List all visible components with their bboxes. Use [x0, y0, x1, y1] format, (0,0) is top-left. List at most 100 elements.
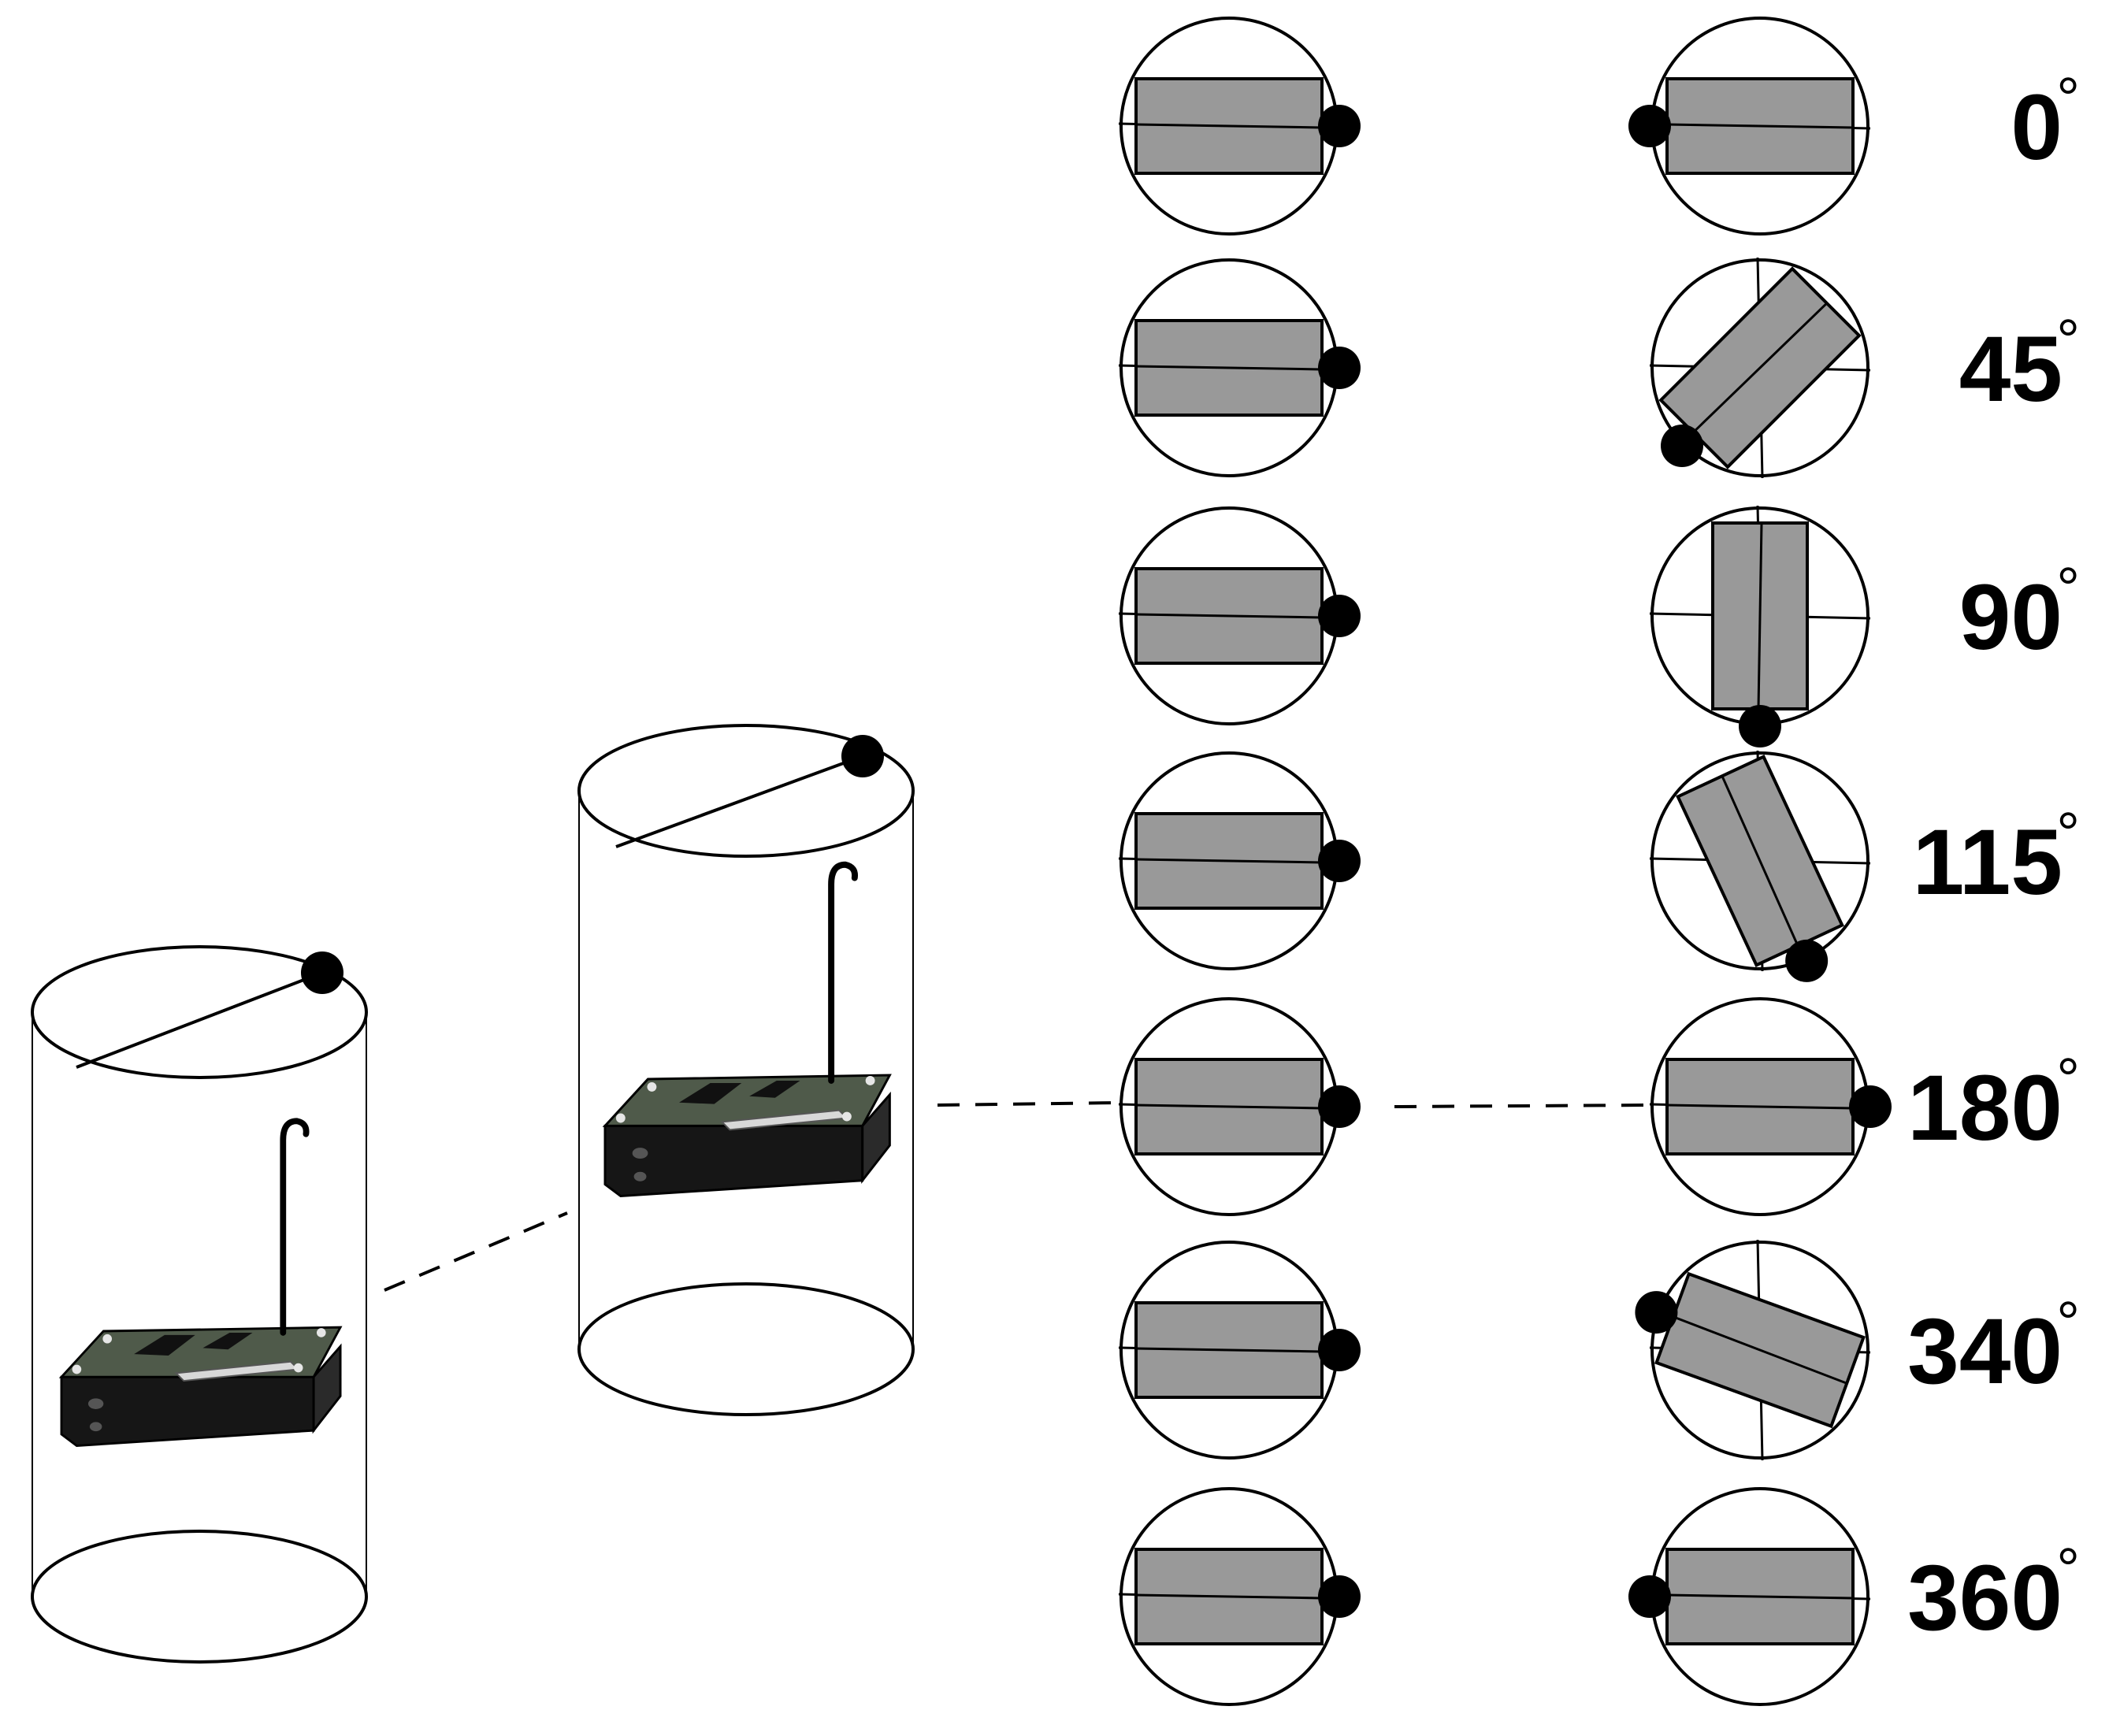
- sensor-orientation: [1134, 77, 1324, 175]
- connector-lines: [384, 1101, 1651, 1292]
- battery-pack: [603, 1124, 864, 1198]
- degree-symbol: °: [2056, 65, 2080, 131]
- chip: [749, 1080, 800, 1098]
- antenna: [280, 1118, 310, 1336]
- angle-label: 0: [2011, 76, 2063, 180]
- degree-symbol: °: [2056, 1289, 2080, 1355]
- sensor-orientation: [1665, 1058, 1855, 1155]
- angle-label: 90: [1959, 566, 2063, 670]
- marker-dot-icon: [1785, 939, 1829, 982]
- marker-dot-icon: [1318, 347, 1361, 389]
- chip: [134, 1334, 195, 1356]
- reference-disk: [1118, 258, 1361, 477]
- angle-label: 45: [1959, 317, 2063, 421]
- battery-terminal: [632, 1148, 648, 1159]
- degree-symbol: °: [2056, 1046, 2080, 1111]
- cylinders-group: [31, 724, 915, 1664]
- angle-label: 115: [1913, 811, 2063, 914]
- rectangle-midline: [1135, 123, 1323, 129]
- chip: [679, 1082, 742, 1104]
- angle-label: 180: [1907, 1056, 2063, 1160]
- marker-dot-icon: [1635, 1291, 1678, 1334]
- battery-side: [312, 1343, 342, 1434]
- degree-symbol: °: [2056, 555, 2080, 621]
- sensor-orientation: [1134, 1058, 1324, 1155]
- rotated-disk: [1649, 997, 1892, 1216]
- reference-disk: [1118, 997, 1361, 1216]
- cylinder-bottom: [577, 1282, 915, 1416]
- disk-outline: [1650, 258, 1870, 477]
- sensor-orientation: [1654, 1271, 1866, 1429]
- marker-dot-icon: [301, 951, 343, 994]
- battery-terminal: [87, 1398, 104, 1409]
- rectangle-midline: [1666, 1593, 1854, 1600]
- rectangle-midline: [1135, 1347, 1323, 1353]
- degree-symbol: °: [2056, 1536, 2080, 1601]
- rectangle-midline: [1135, 1593, 1323, 1600]
- sensor-orientation: [1134, 1548, 1324, 1645]
- rectangle-midline: [1757, 522, 1763, 710]
- wireless-sensor-node-icon: [602, 861, 892, 1198]
- mounting-hole: [102, 1334, 113, 1344]
- reference-disk: [1118, 1487, 1361, 1706]
- disk-outline: [1650, 751, 1870, 970]
- degree-symbol: °: [2056, 800, 2080, 866]
- mounting-hole: [316, 1328, 326, 1337]
- marker-dot-icon: [1318, 1329, 1361, 1371]
- degree-symbol: °: [2056, 307, 2080, 373]
- marker-dot-icon: [1628, 1575, 1671, 1618]
- orientation-line: [76, 971, 323, 1069]
- dashed-connector: [937, 1101, 1119, 1107]
- rectangle-midline: [1721, 775, 1799, 947]
- sensor-orientation: [1711, 521, 1809, 710]
- marker-dot-icon: [1318, 840, 1361, 882]
- sensor-orientation: [1134, 567, 1324, 665]
- marker-dot-icon: [1318, 595, 1361, 637]
- battery-terminal: [89, 1422, 102, 1432]
- rotated-disk: [1649, 750, 1871, 982]
- chip: [202, 1332, 253, 1350]
- marker-dot-icon: [1628, 105, 1671, 147]
- sensor-orientation: [1665, 1548, 1855, 1645]
- rectangle-midline: [1673, 1315, 1847, 1385]
- battery-terminal: [633, 1171, 647, 1181]
- disk-outline: [1650, 1241, 1870, 1460]
- reference-disk: [1118, 17, 1361, 236]
- battery-pack: [60, 1375, 315, 1447]
- dashed-connector: [1394, 1104, 1651, 1108]
- mounting-hole: [293, 1363, 303, 1373]
- cylinder-middle: [577, 724, 915, 1416]
- mounting-hole: [615, 1113, 626, 1123]
- marker-dot-icon: [1661, 424, 1704, 467]
- marker-dot-icon: [1318, 1085, 1361, 1128]
- battery-side: [861, 1091, 891, 1185]
- reference-column: [1118, 17, 1361, 1706]
- rectangle-midline: [1135, 1104, 1323, 1110]
- mounting-hole: [841, 1111, 852, 1122]
- angle-label: 340: [1907, 1300, 2063, 1404]
- rotated-disk: [1649, 505, 1871, 747]
- rotated-disk: [1628, 1487, 1871, 1706]
- angle-label: 360: [1907, 1546, 2063, 1650]
- mounting-hole: [865, 1076, 875, 1085]
- sensor-orientation: [1134, 319, 1324, 417]
- sensor-orientation: [1676, 755, 1844, 967]
- sensor-orientation: [1665, 77, 1855, 175]
- dashed-connector: [384, 1211, 568, 1292]
- mounting-hole: [647, 1081, 657, 1092]
- sensor-orientation: [1134, 812, 1324, 910]
- cylinder-left: [31, 945, 368, 1664]
- rectangle-midline: [1135, 858, 1323, 864]
- rotated-disk: [1628, 17, 1871, 236]
- marker-dot-icon: [841, 735, 884, 777]
- sensor-orientation: [1134, 1301, 1324, 1399]
- rotated-column: [1628, 17, 1892, 1706]
- cylinder-bottom: [31, 1530, 368, 1664]
- marker-dot-icon: [1849, 1085, 1892, 1128]
- rectangle-midline: [1692, 302, 1828, 434]
- rotated-disk: [1649, 257, 1871, 479]
- orientation-line: [615, 755, 863, 848]
- angle-labels: 0°45°90°115°180°340°360°: [1907, 65, 2080, 1650]
- mounting-hole: [72, 1364, 82, 1374]
- rectangle-midline: [1666, 123, 1854, 129]
